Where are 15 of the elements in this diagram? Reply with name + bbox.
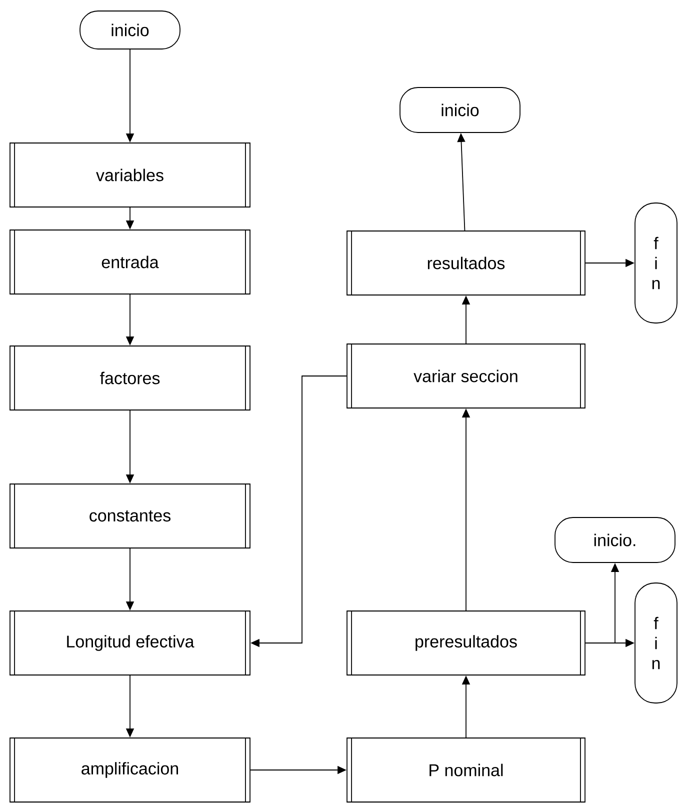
terminal-box: f i n bbox=[634, 202, 678, 324]
process-box: resultados bbox=[346, 230, 586, 296]
terminal-box: inicio. bbox=[554, 517, 676, 563]
process-box: variables bbox=[10, 142, 250, 208]
terminal-box: f i n bbox=[634, 582, 678, 704]
terminal-box: inicio bbox=[400, 87, 520, 133]
process-box: factores bbox=[10, 345, 250, 411]
process-box: entrada bbox=[10, 229, 250, 295]
terminal-box: inicio bbox=[80, 10, 180, 50]
process-box: amplificacion bbox=[10, 737, 250, 803]
process-box: preresultados bbox=[346, 610, 586, 676]
process-box: P nominal bbox=[346, 737, 586, 803]
process-box: Longitud efectiva bbox=[10, 610, 250, 676]
process-box: variar seccion bbox=[346, 343, 586, 409]
process-box: constantes bbox=[10, 483, 250, 549]
